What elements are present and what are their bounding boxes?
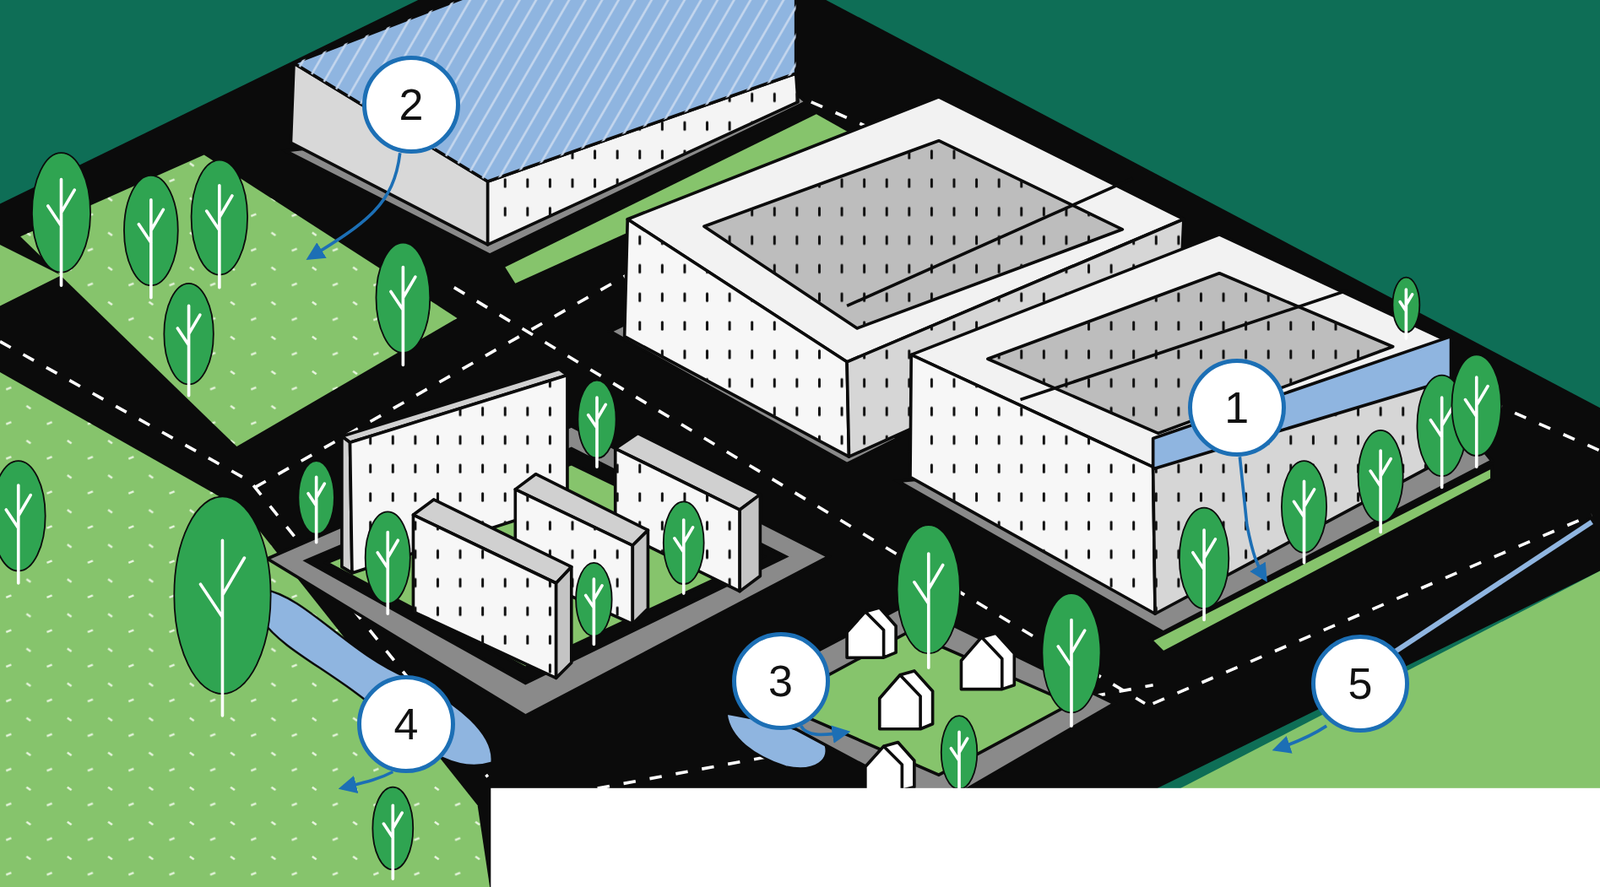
trees: [0, 152, 1502, 879]
tree: [138, 200, 163, 299]
courtyard-building: [1020, 290, 1348, 400]
courtyard-building: [1153, 336, 1452, 470]
tree: [200, 540, 245, 716]
callout-circle: 1: [1187, 358, 1286, 457]
tree: [577, 380, 616, 468]
leader-lines: [1275, 726, 1327, 750]
tree: [377, 532, 398, 615]
slab-buildings: [632, 530, 648, 624]
leader-lines: [1239, 456, 1265, 580]
courtyard-building: [910, 234, 1452, 614]
callout-circle: 2: [362, 55, 461, 154]
tree: [5, 485, 31, 584]
tree: [1464, 377, 1488, 467]
callout-circle: 4: [357, 675, 456, 774]
tree: [1358, 430, 1404, 533]
tree: [375, 243, 430, 366]
tree: [950, 732, 967, 798]
tree: [383, 805, 402, 879]
tree: [0, 461, 46, 571]
tree: [1430, 397, 1454, 488]
tree: [1392, 277, 1420, 339]
tree: [1293, 481, 1314, 564]
callout-number: 1: [1224, 385, 1249, 430]
leader-lines: [309, 152, 401, 258]
callout-number: 3: [768, 659, 793, 704]
tree: [308, 477, 325, 543]
tree: [1041, 593, 1101, 727]
solar-roof-building: [293, 0, 797, 182]
tree: [674, 520, 694, 594]
leader-lines: [801, 726, 847, 735]
tree: [206, 185, 233, 288]
tree: [177, 305, 201, 396]
tree: [32, 152, 91, 286]
tree: [1179, 508, 1229, 621]
callout-number: 4: [394, 702, 419, 747]
callout-circle: 3: [732, 632, 830, 731]
courtyard-building: [624, 219, 850, 457]
callout-circle: 5: [1311, 634, 1410, 733]
tree: [1281, 461, 1327, 564]
solar-roof-building: [293, 0, 797, 182]
houses: [865, 742, 915, 791]
slab-buildings: [412, 515, 556, 678]
tree: [1399, 289, 1413, 339]
tree: [914, 553, 944, 668]
tree: [365, 511, 411, 614]
callout-number: 5: [1348, 661, 1373, 706]
lane-markings: [0, 30, 1600, 794]
tree: [897, 525, 960, 668]
tree: [390, 267, 416, 366]
tree: [173, 496, 271, 716]
tree: [1057, 619, 1085, 727]
tree: [124, 175, 179, 299]
tree: [1370, 450, 1391, 533]
tree: [575, 563, 613, 646]
tree: [191, 160, 248, 288]
tree: [48, 179, 75, 287]
callout-number: 2: [399, 82, 424, 127]
slab-buildings: [341, 368, 761, 678]
blank-panel: [490, 788, 1600, 887]
tree: [163, 283, 213, 396]
tree: [1452, 354, 1502, 467]
houses: [846, 607, 896, 658]
grass-areas: [0, 113, 1600, 887]
tree: [941, 715, 978, 798]
tree: [0, 461, 46, 584]
leader-lines: [341, 771, 393, 788]
tree: [663, 501, 705, 594]
slab-buildings: [412, 515, 556, 678]
leader-lines: [309, 152, 1327, 789]
tree: [1193, 530, 1216, 620]
slab-buildings: [556, 567, 572, 679]
tree: [585, 579, 603, 645]
houses: [960, 633, 1015, 689]
tree: [372, 787, 413, 880]
tree: [298, 461, 335, 543]
tree: [588, 397, 607, 467]
slab-buildings: [739, 494, 760, 592]
courtyard-building: [624, 219, 850, 457]
houses: [879, 671, 933, 730]
